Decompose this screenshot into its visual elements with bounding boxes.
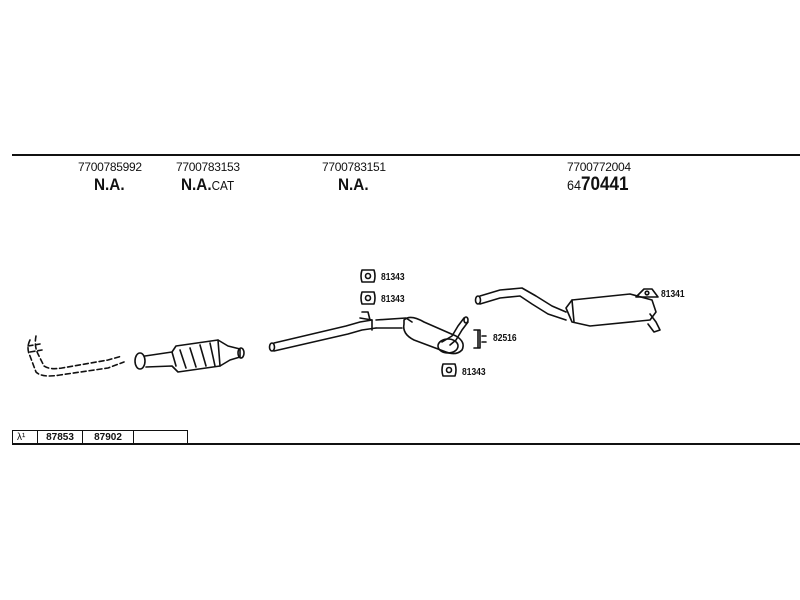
lambda-cell: 87853	[37, 430, 83, 445]
label-front-pipe: N.A.	[94, 175, 125, 195]
hanger-81343-top	[360, 269, 376, 283]
label-middle-silencer: N.A.	[338, 175, 369, 195]
lambda-cell	[133, 430, 188, 445]
top-rule	[12, 154, 800, 156]
label-catalyst: N.A.CAT	[181, 175, 234, 195]
part-number-middle-silencer: 7700783151	[322, 160, 386, 174]
hanger-81343-bottom	[441, 363, 457, 377]
label-catalyst-suffix: CAT	[211, 178, 235, 193]
callout-rear-hanger: 81341	[661, 289, 685, 300]
lambda-sensor-table: λ¹ 87853 87902	[12, 430, 188, 445]
code-rear-silencer: 6470441	[567, 174, 629, 196]
callout-hanger-middle: 81343	[381, 294, 405, 305]
catalyst-shape	[134, 339, 245, 373]
clamp-82516	[473, 329, 487, 349]
callout-hanger-bottom: 81343	[462, 367, 486, 378]
label-middle-silencer-text: N.A.	[338, 175, 369, 194]
code-rear-silencer-main: 70441	[581, 174, 629, 195]
label-front-pipe-text: N.A.	[94, 175, 125, 194]
lambda-sensor-row: λ¹ 87853 87902	[12, 430, 188, 445]
part-number-rear-silencer: 7700772004	[567, 160, 631, 174]
lambda-cell: 87902	[82, 430, 134, 445]
part-number-front-pipe: 7700785992	[78, 160, 142, 174]
lambda-symbol: λ¹	[12, 430, 38, 445]
rear-silencer-shape	[474, 287, 661, 333]
code-rear-silencer-prefix: 64	[567, 177, 582, 193]
callout-clamp: 82516	[493, 333, 517, 344]
label-catalyst-text: N.A.	[181, 175, 212, 194]
callout-hanger-top: 81343	[381, 272, 405, 283]
hanger-81341	[635, 288, 659, 298]
front-pipe-shape	[27, 335, 125, 377]
hanger-81343-middle	[360, 291, 376, 305]
part-number-catalyst: 7700783153	[176, 160, 240, 174]
bottom-rule	[12, 443, 800, 445]
middle-silencer-shape	[268, 311, 469, 355]
